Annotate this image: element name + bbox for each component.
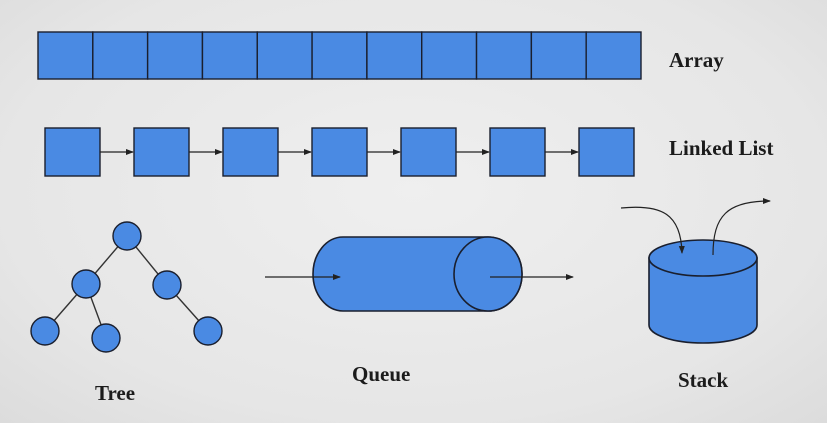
queue-end-face <box>453 236 523 312</box>
stack-structure <box>620 198 771 344</box>
queue-label: Queue <box>352 362 411 386</box>
linked-list-node <box>400 127 457 177</box>
array-cell <box>92 31 149 80</box>
array-structure <box>37 31 642 80</box>
tree-node <box>112 221 142 251</box>
linked-list-node <box>44 127 101 177</box>
array-cell <box>421 31 478 80</box>
tree-node <box>30 316 60 346</box>
array-cell <box>585 31 642 80</box>
array-cell <box>530 31 587 80</box>
linked-list-label: Linked List <box>669 136 774 160</box>
linked-list-node <box>311 127 368 177</box>
array-cell <box>311 31 368 80</box>
stack-push-arrow <box>620 206 685 254</box>
array-cell <box>37 31 94 80</box>
tree-node <box>71 269 101 299</box>
linked-list-node <box>222 127 279 177</box>
array-cell <box>146 31 204 80</box>
stack-label: Stack <box>678 368 729 392</box>
array-cell <box>366 31 423 80</box>
array-cell <box>256 31 313 80</box>
stack-body <box>648 257 758 344</box>
array-label: Array <box>669 48 724 72</box>
queue-structure <box>265 236 574 312</box>
linked-list-node <box>133 127 190 177</box>
stack-pop-arrow <box>712 198 771 256</box>
tree-node <box>91 323 121 353</box>
linked-list-structure <box>44 127 635 177</box>
tree-structure <box>30 221 223 353</box>
linked-list-node <box>489 127 546 177</box>
tree-node <box>193 316 223 346</box>
tree-node <box>152 270 182 300</box>
array-cell <box>475 31 533 80</box>
stack-top-face <box>648 239 758 277</box>
tree-label: Tree <box>95 381 136 405</box>
linked-list-node <box>578 127 635 177</box>
array-cell <box>201 31 258 80</box>
